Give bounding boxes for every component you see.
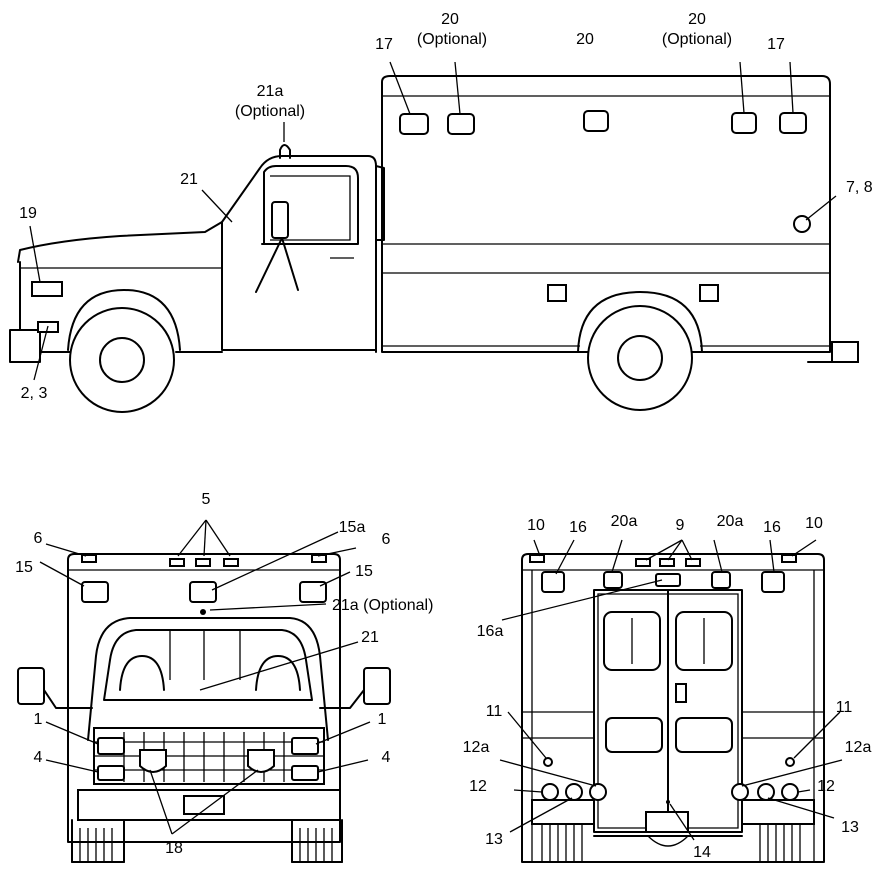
label-20-middle: 20 [576, 31, 594, 48]
label-16-left: 16 [569, 519, 587, 536]
label-20-optional-right-number: 20 [688, 11, 706, 28]
label-15a: 15a [339, 519, 366, 536]
label-6-left: 6 [34, 530, 43, 547]
label-15-left: 15 [15, 559, 33, 576]
label-6-right: 6 [382, 531, 391, 548]
label-10-left: 10 [527, 517, 545, 534]
side-view: 17 20 (Optional) 20 20 (Optional) 17 21a… [9, 11, 873, 413]
label-12-left: 12 [469, 778, 487, 795]
label-5: 5 [202, 491, 211, 508]
label-1-right: 1 [378, 711, 387, 728]
label-20-optional-left-text: (Optional) [417, 31, 487, 48]
side-cab [9, 144, 385, 363]
label-19: 19 [19, 205, 37, 222]
label-20-optional-right-text: (Optional) [662, 31, 732, 48]
label-20a-left: 20a [611, 513, 638, 530]
label-17-right: 17 [767, 36, 785, 53]
label-11-right: 11 [836, 699, 853, 716]
label-12-right: 12 [817, 778, 835, 795]
label-21a-number: 21a [257, 83, 284, 100]
rear-body [521, 553, 825, 863]
front-body [17, 553, 391, 863]
label-21a-optional: 21a (Optional) [332, 597, 433, 614]
side-labels: 17 20 (Optional) 20 20 (Optional) 17 21a… [19, 11, 873, 402]
label-12a-left: 12a [463, 739, 490, 756]
front-view: 5 6 15a 6 15 15 21a (Optional) 21 1 1 4 … [15, 491, 433, 863]
label-21-front: 21 [361, 629, 379, 646]
label-12a-right: 12a [845, 739, 872, 756]
rear-leaders [499, 539, 843, 841]
label-10-right: 10 [805, 515, 823, 532]
label-13-left: 13 [485, 831, 503, 848]
side-lights [399, 110, 811, 233]
label-9: 9 [676, 517, 685, 534]
side-leaders [29, 61, 837, 381]
label-20a-right: 20a [717, 513, 744, 530]
label-21a-text: (Optional) [235, 103, 305, 120]
rear-lights [529, 554, 799, 833]
label-20-optional-left-number: 20 [441, 11, 459, 28]
side-body [381, 75, 859, 363]
label-1-left: 1 [34, 711, 43, 728]
label-21: 21 [180, 171, 198, 188]
rear-labels: 10 16 20a 9 20a 16 10 16a 11 11 12a 12a … [463, 513, 872, 861]
label-17-left: 17 [375, 36, 393, 53]
label-7-8: 7, 8 [846, 179, 873, 196]
label-16-right: 16 [763, 519, 781, 536]
rear-view: 10 16 20a 9 20a 16 10 16a 11 11 12a 12a … [463, 513, 872, 863]
label-18: 18 [165, 840, 183, 857]
label-2-3: 2, 3 [21, 385, 48, 402]
side-front-wheel [69, 307, 175, 413]
label-14: 14 [693, 844, 711, 861]
front-labels: 5 6 15a 6 15 15 21a (Optional) 21 1 1 4 … [15, 491, 433, 857]
label-13-right: 13 [841, 819, 859, 836]
side-rear-wheel [577, 291, 703, 411]
label-11-left: 11 [486, 703, 503, 720]
front-leaders [39, 519, 371, 835]
label-16a: 16a [477, 623, 504, 640]
front-lights [81, 554, 327, 781]
label-4-right: 4 [382, 749, 391, 766]
label-15-right: 15 [355, 563, 373, 580]
label-4-left: 4 [34, 749, 43, 766]
